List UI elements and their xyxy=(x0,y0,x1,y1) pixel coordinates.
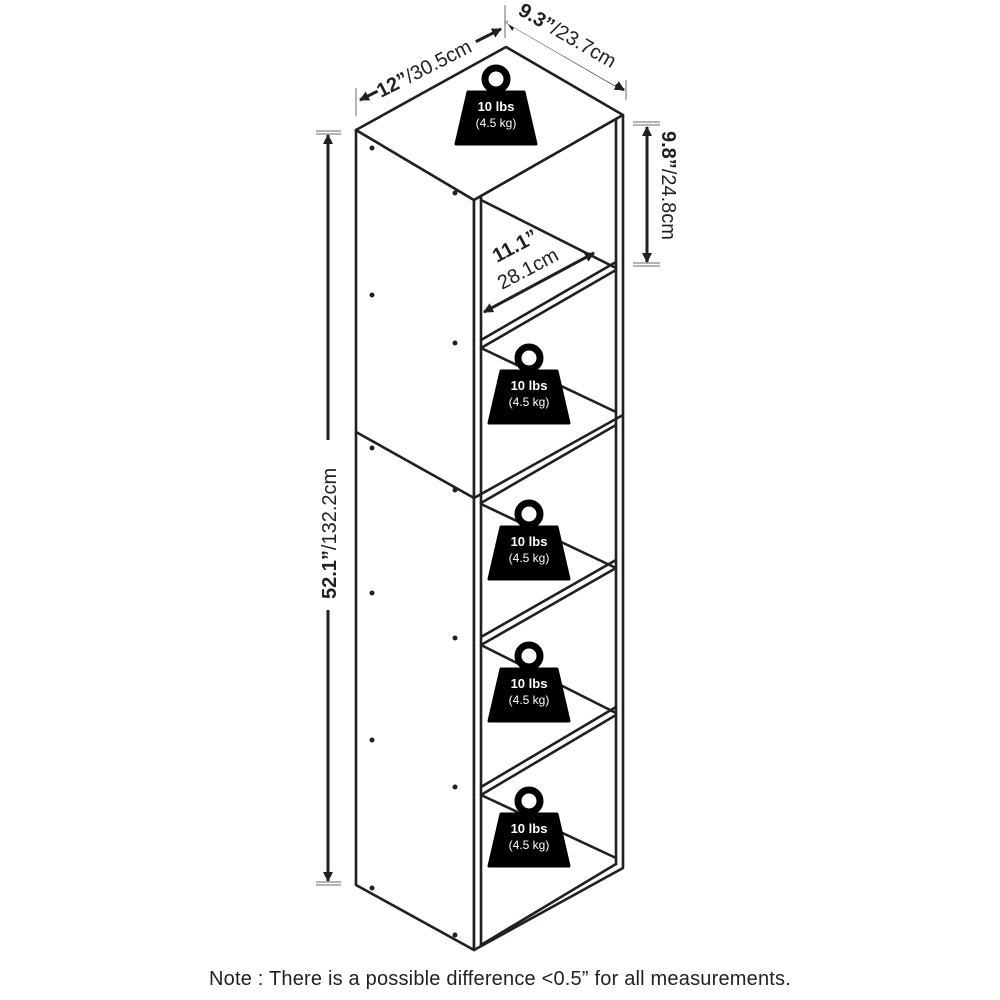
weight-shelf-3: 10 lbs (4.5 kg) xyxy=(489,645,569,721)
weight-kg-label: (4.5 kg) xyxy=(509,551,550,565)
side-panel xyxy=(354,128,476,952)
weight-shelf-4: 10 lbs (4.5 kg) xyxy=(489,790,569,866)
module-seam xyxy=(354,430,476,500)
height-dimension: 52.1”/132.2cm xyxy=(312,130,346,886)
weight-kg-label: (4.5 kg) xyxy=(509,395,550,409)
bookcase xyxy=(354,45,625,952)
weight-lbs-label: 10 lbs xyxy=(511,821,548,836)
weight-kg-label: (4.5 kg) xyxy=(509,693,550,707)
weight-kg-label: (4.5 kg) xyxy=(476,116,517,130)
weight-lbs-label: 10 lbs xyxy=(511,676,548,691)
weight-lbs-label: 10 lbs xyxy=(511,534,548,549)
weight-shelf-2: 10 lbs (4.5 kg) xyxy=(489,503,569,579)
weight-shelf-1: 10 lbs (4.5 kg) xyxy=(489,347,569,423)
weight-kg-label: (4.5 kg) xyxy=(509,838,550,852)
compartment-height-label: 9.8”/24.8cm xyxy=(657,131,679,240)
weight-top: 10 lbs (4.5 kg) xyxy=(456,68,536,144)
weight-lbs-label: 10 lbs xyxy=(511,378,548,393)
screw-holes xyxy=(369,145,458,938)
height-label: 52.1”/132.2cm xyxy=(319,468,341,599)
compartment-height-dimension: 9.8”/24.8cm xyxy=(633,121,679,267)
measurement-note: Note : There is a possible difference <0… xyxy=(209,968,791,990)
depth-dimension: 12”/30.5cm xyxy=(355,20,506,116)
weight-lbs-label: 10 lbs xyxy=(478,99,515,114)
